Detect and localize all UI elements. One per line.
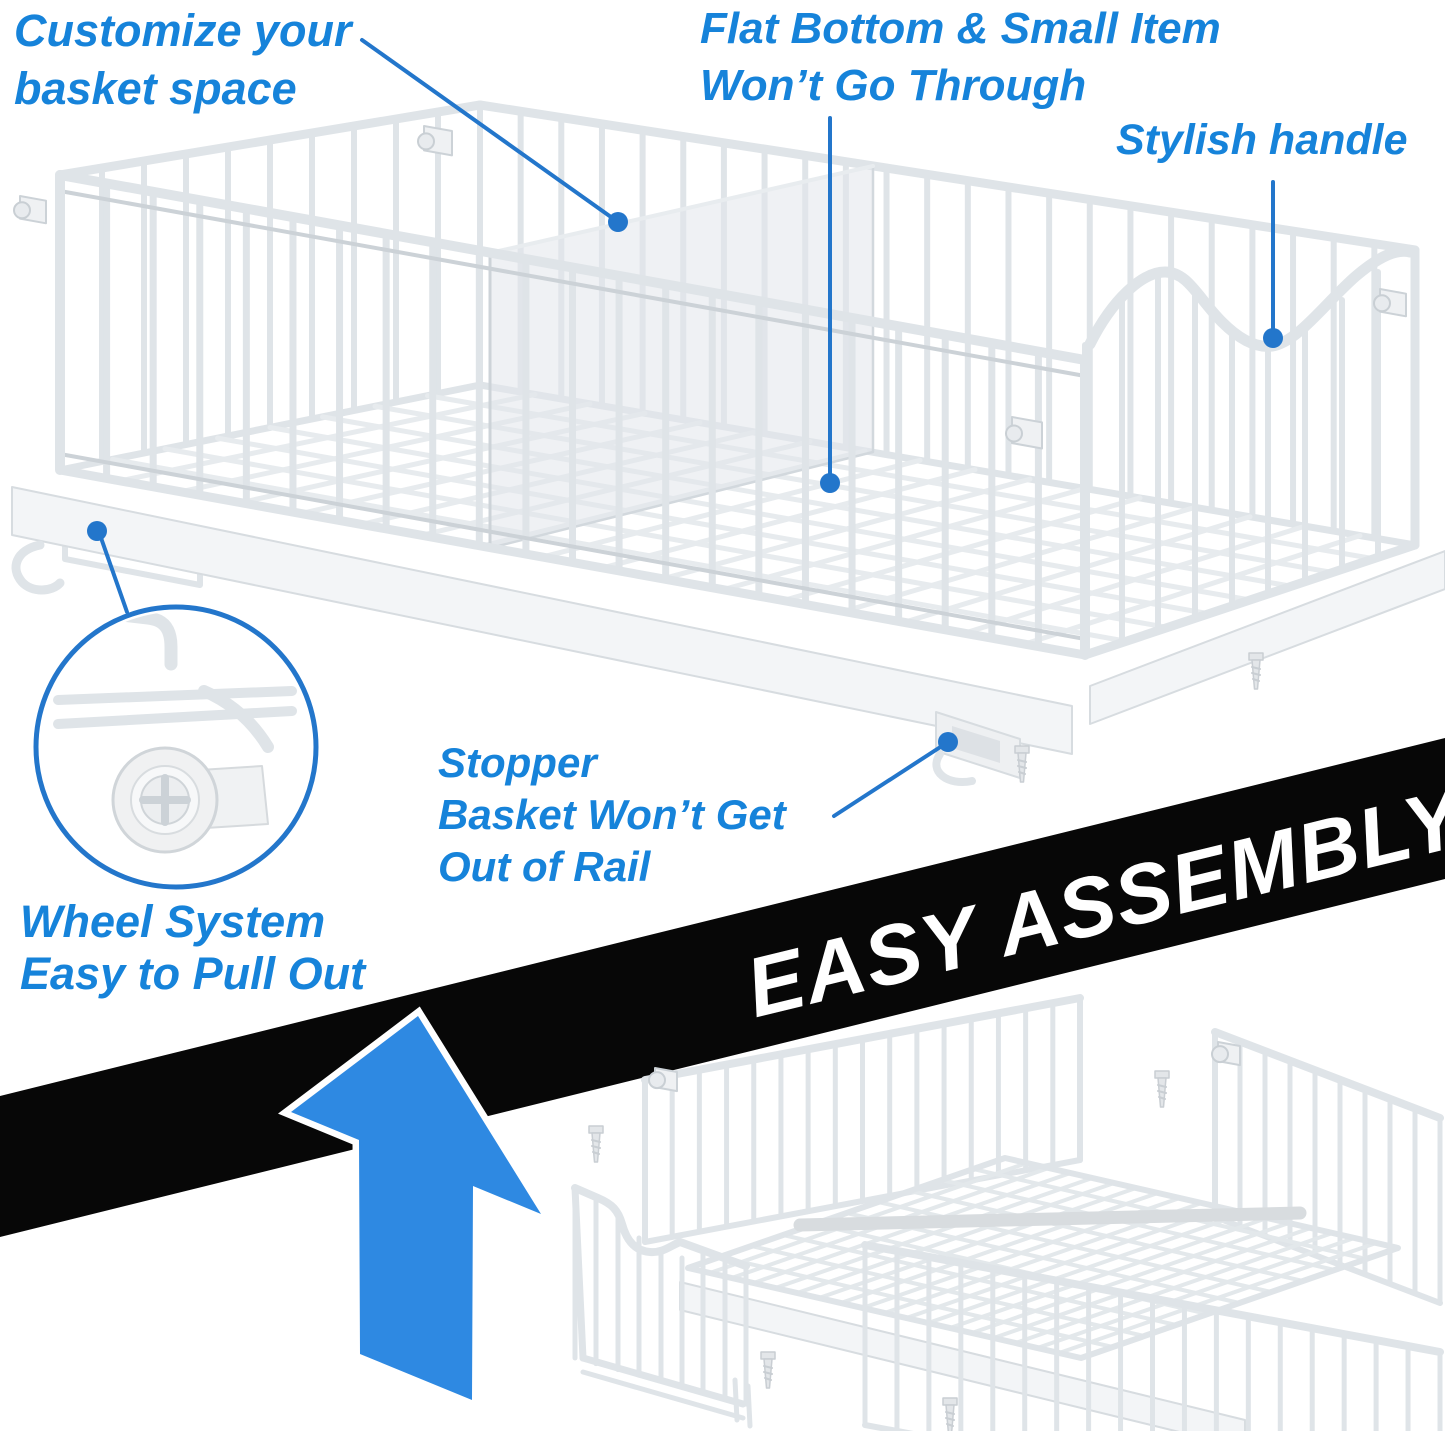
label-line: Basket Won’t Get <box>438 791 786 838</box>
label-line: Won’t Go Through <box>700 61 1087 110</box>
adjustable-divider-panel <box>488 164 875 550</box>
basket-front-wall-with-handle <box>1080 245 1420 660</box>
wheel-detail-inset <box>33 604 319 890</box>
label-line: Out of Rail <box>438 843 651 890</box>
callout-leader-lines <box>87 38 1283 818</box>
label-line: Easy to Pull Out <box>20 948 366 999</box>
label-line: basket space <box>14 63 297 114</box>
label-customize-basket-space: Customize your basket space <box>14 2 352 118</box>
disassembled-parts <box>571 994 1444 1431</box>
label-stylish-handle: Stylish handle <box>1116 116 1408 165</box>
basket-long-front-wall <box>55 170 1090 660</box>
part-front-panel <box>861 1241 1444 1431</box>
label-line: Stylish handle <box>1116 116 1408 164</box>
part-back-panel <box>641 994 1084 1245</box>
label-flat-bottom: Flat Bottom & Small Item Won’t Go Throug… <box>700 0 1221 114</box>
label-line: Stopper <box>438 739 597 786</box>
part-left-end-panel <box>571 1184 753 1429</box>
assembled-basket <box>11 100 1445 786</box>
label-line: Wheel System <box>20 896 326 947</box>
label-stopper: Stopper Basket Won’t Get Out of Rail <box>438 737 786 893</box>
label-line: Flat Bottom & Small Item <box>700 4 1221 53</box>
mounting-screws <box>1014 652 1264 783</box>
part-right-end-panel <box>1211 1028 1444 1306</box>
up-arrow-icon <box>278 1006 558 1410</box>
label-line: Customize your <box>14 5 352 56</box>
back-slide-rail <box>1089 550 1445 725</box>
label-wheel-system: Wheel System Easy to Pull Out <box>20 896 365 1000</box>
part-screws <box>588 1070 1170 1431</box>
